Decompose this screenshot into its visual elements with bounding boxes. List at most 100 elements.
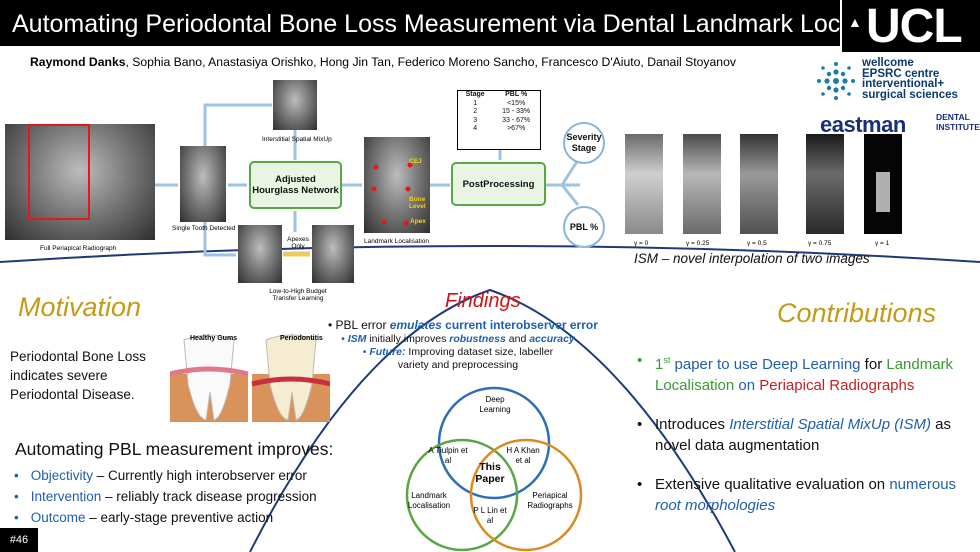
c2-text-1: Introduces [655, 416, 730, 433]
title-bar: Automating Periodontal Bone Loss Measure… [0, 0, 932, 46]
findings-text: • PBL error emulates current interobserv… [318, 318, 598, 372]
improvement-list: •Objectivity – Currently high interobser… [14, 465, 317, 528]
finding-2e: accuracy [529, 333, 575, 345]
bullet-text: – reliably track disease progression [101, 489, 317, 504]
improves-heading: Automating PBL measurement improves: [15, 439, 334, 459]
c1-sup: st [663, 355, 671, 365]
finding-2c: robustness [449, 333, 506, 345]
bullet-text: – early-stage preventive action [85, 510, 274, 525]
finding-1: • PBL error emulates current interobserv… [328, 318, 598, 332]
periodontitis-label: Periodontitis [280, 335, 323, 342]
finding-2d: and [505, 333, 530, 345]
contributions-list: •1st paper to use Deep Learning for Land… [637, 350, 972, 534]
venn-tiulpin-label: A Tiulpin et al [428, 446, 468, 465]
motivation-heading: Motivation [18, 292, 142, 322]
top-arc [0, 245, 980, 263]
venn-diagram [405, 386, 583, 552]
finding-1b: emulates [389, 318, 442, 332]
finding-1a: PBL error [335, 318, 390, 332]
c1-periapical: Periapical Radiographs [759, 377, 915, 394]
cej-label: CEJ [409, 158, 422, 165]
eastman-institute: DENTAL INSTITUTE [936, 112, 980, 132]
single-tooth-image [180, 146, 226, 222]
wellcome-line-3: interventional+ [862, 78, 945, 90]
ism-image-3 [806, 134, 844, 234]
finding-3b: Improving dataset size, labeller [405, 346, 554, 358]
finding-2b: initially improves [366, 333, 450, 345]
list-item: •Objectivity – Currently high interobser… [14, 468, 307, 483]
gum-illustration [170, 334, 330, 422]
table-row: 2 15 - 33% [458, 108, 540, 117]
eastman-inst-line-1: DENTAL [936, 112, 970, 122]
wellcome-mark-icon [817, 62, 855, 100]
arrow-post-to-outputs [546, 159, 580, 206]
poster-title: Automating Periodontal Bone Loss Measure… [12, 10, 932, 38]
motivation-line-3: Periodontal Disease. [10, 387, 135, 402]
ism-image-4 [864, 134, 902, 234]
hourglass-network-box: Adjusted Hourglass Network [249, 161, 342, 209]
gamma-025: γ = 0.25 [686, 240, 710, 247]
table-cell: 15 - 33% [502, 108, 531, 115]
table-cell: 4 [473, 125, 478, 132]
c3-numerous: numerous [889, 476, 957, 493]
c1-text-1: paper to use [670, 356, 763, 373]
landmark-points [371, 162, 413, 226]
gamma-1: γ = 1 [875, 240, 890, 247]
eastman-inst-line-2: INSTITUTE [936, 121, 980, 132]
finding-4: variety and preprocessing [397, 359, 519, 371]
table-cell: 33 - 67% [502, 116, 531, 124]
high-budget-image [312, 225, 354, 283]
table-row: 1<15% [458, 100, 540, 109]
tooth-detection-box [28, 124, 90, 220]
inflamed-gum [251, 376, 330, 387]
ism-description: ISM – novel interpolation of two images [634, 251, 870, 266]
c2-text-2: as novel data augmentation [655, 416, 951, 454]
ism-patch [876, 172, 890, 212]
findings-arc [249, 288, 736, 552]
bullet-key: Outcome [30, 510, 86, 525]
c1-landmark: Landmark Localisation [655, 356, 954, 394]
gamma-05: γ = 0.5 [747, 240, 767, 247]
single-tooth-caption: Single Tooth Detected [172, 225, 236, 232]
list-item: •Intervention – reliably track disease p… [14, 489, 317, 504]
ism-example-image [273, 80, 317, 130]
full-radiograph-image [5, 124, 155, 240]
contribution-1: •1st paper to use Deep Learning for Land… [637, 352, 954, 394]
poster-number-badge: #46 [0, 528, 38, 552]
findings-heading: Findings [445, 290, 521, 312]
landmark-localisation-caption: Landmark Localisation [364, 238, 430, 245]
venn-deep-label: Deep Learning [479, 395, 511, 414]
table-row: 3 33 - 67% [458, 117, 540, 126]
motivation-line-1: Periodontal Bone Loss [10, 349, 146, 364]
stage-header: Stage [465, 91, 485, 98]
list-item: •Outcome – early-stage preventive action [14, 510, 274, 525]
postprocessing-box: PostProcessing [451, 162, 546, 206]
venn-periapical-label: Periapical Radiographs [527, 491, 573, 510]
venn-periapical [469, 438, 583, 552]
c3-root: root morphologies [655, 497, 776, 514]
c1-deep-learning: Deep Learning [762, 356, 861, 373]
severity-stage-circle: Severity Stage [563, 122, 605, 164]
bullet-text: – Currently high interobserver error [93, 468, 307, 483]
ism-image-1 [683, 134, 721, 234]
table-cell: 2 [473, 108, 478, 115]
first-author: Raymond Danks [30, 55, 126, 69]
gamma-0: γ = 0 [634, 240, 649, 247]
venn-center-label: This Paper [475, 461, 505, 485]
wellcome-line-2: EPSRC centre [862, 67, 940, 80]
other-authors: , Sophia Bano, Anastasiya Orishko, Hong … [125, 55, 736, 69]
bullet-key: Intervention [30, 489, 102, 504]
author-list: Raymond Danks, Sophia Bano, Anastasiya O… [30, 55, 736, 69]
table-cell: 3 [473, 116, 478, 124]
pbl-header: PBL % [505, 91, 528, 98]
finding-1c: current interobserver error [441, 318, 598, 332]
bullet-key: Objectivity [30, 468, 94, 483]
healthy-gums-label: Healthy Gums [190, 335, 238, 342]
motivation-line-2: indicates severe [10, 368, 108, 383]
venn-deep-learning [437, 386, 551, 500]
low-budget-image [238, 225, 282, 283]
contribution-3: •Extensive qualitative evaluation on num… [637, 476, 957, 514]
wellcome-text: wellcome EPSRC centre interventional+ su… [862, 58, 958, 100]
contributions-heading: Contributions [777, 298, 937, 328]
